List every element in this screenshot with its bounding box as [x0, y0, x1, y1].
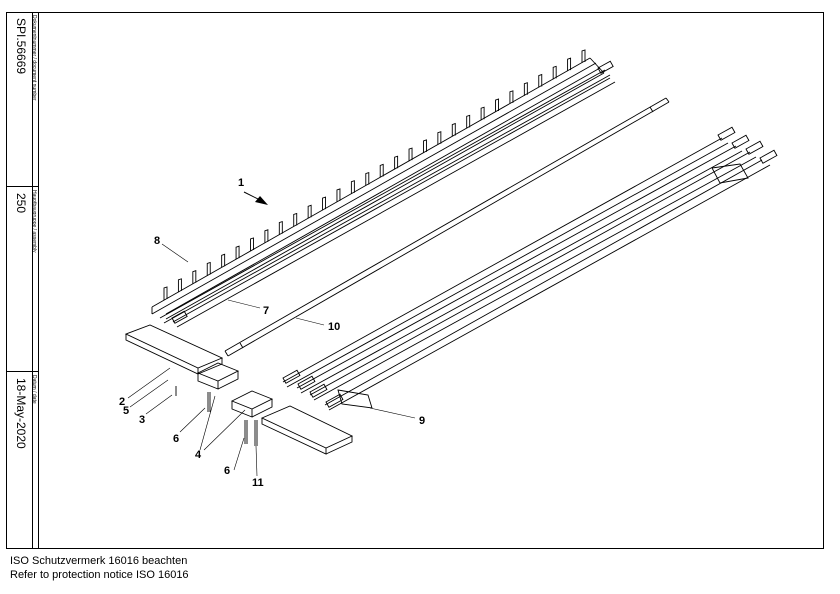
clamp-block: [230, 390, 274, 418]
rod-part: [224, 97, 670, 357]
callout-11: 11: [252, 477, 264, 489]
direction-arrow: [243, 191, 268, 205]
drawing-frame: [6, 12, 824, 549]
assembly-cell: Hauptbaugruppe / assembly 250: [6, 187, 38, 372]
screw-part: [175, 386, 258, 446]
callout-8: 8: [154, 235, 160, 247]
comb-pin: [163, 286, 168, 300]
callout-4: 4: [195, 449, 202, 461]
callout-2: 2: [119, 396, 125, 408]
perforated-plate-left: [124, 324, 224, 375]
perforated-plate-right: [260, 405, 354, 455]
title-block: Dokumentnummer / document number SPI.566…: [6, 12, 38, 549]
comb-pin: [567, 57, 572, 72]
comb-pin: [264, 229, 269, 243]
comb-pin: [437, 131, 442, 145]
callout-3: 3: [139, 414, 145, 426]
comb-pin: [192, 270, 197, 284]
leader-lines: [127, 243, 416, 477]
comb-pin: [336, 188, 341, 202]
comb-pin: [365, 171, 370, 186]
comb-pin: [293, 212, 298, 227]
comb-pin: [278, 220, 283, 235]
protection-notice-english: Refer to protection notice ISO 16016: [10, 569, 189, 581]
callout-7: 7: [263, 305, 269, 317]
clamp-block: [196, 362, 240, 390]
title-block-inner-border: [32, 12, 33, 549]
document-number-cell: Dokumentnummer / document number SPI.566…: [6, 12, 38, 187]
title-block-border: [38, 12, 39, 549]
comb-pin: [307, 204, 312, 219]
comb-pin: [480, 106, 485, 121]
comb-pin: [177, 278, 182, 292]
comb-pin: [466, 114, 471, 129]
callout-6a: 6: [173, 433, 179, 445]
comb-pin: [451, 122, 456, 137]
comb-pin: [206, 261, 211, 276]
callout-5: 5: [123, 405, 129, 417]
comb-pin: [350, 180, 355, 194]
callout-9: 9: [419, 415, 425, 427]
comb-rail: [151, 49, 605, 320]
comb-pin: [581, 49, 586, 63]
callout-6b: 6: [224, 465, 230, 477]
comb-pin: [538, 73, 543, 88]
comb-pin: [495, 98, 499, 113]
comb-pin: [322, 196, 327, 211]
protection-notice-german: ISO Schutzvermerk 16016 beachten: [10, 555, 188, 567]
comb-pin: [221, 253, 226, 268]
comb-pin: [552, 65, 557, 80]
comb-pin: [408, 147, 413, 162]
comb-pin: [250, 237, 254, 251]
comb-pin: [394, 155, 399, 170]
strip-bundle: [282, 126, 778, 411]
strip-part: [159, 60, 616, 328]
comb-pin: [235, 245, 240, 260]
callout-1: 1: [238, 177, 244, 189]
comb-pin: [509, 90, 514, 104]
callout-10: 10: [328, 321, 340, 333]
comb-pin: [523, 82, 528, 96]
comb-pin: [422, 139, 427, 153]
comb-pin: [379, 163, 384, 178]
